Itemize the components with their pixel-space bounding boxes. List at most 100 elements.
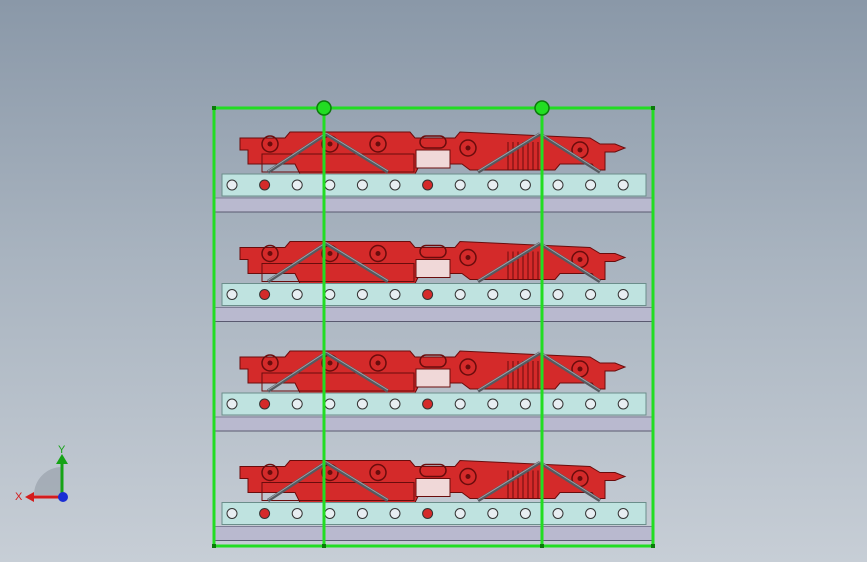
diagonal-strut	[539, 351, 601, 393]
perforated-bar	[221, 173, 647, 197]
part-bore-center	[375, 360, 381, 366]
bar-hole	[291, 179, 303, 191]
diagonal-strut-highlight	[325, 132, 389, 172]
bar-hole	[324, 398, 336, 410]
fixture-tier	[214, 459, 653, 541]
part-bore-center	[267, 360, 273, 366]
bar-hole	[226, 508, 238, 519]
diagonal-strut	[539, 242, 601, 283]
diagonal-strut	[539, 461, 601, 502]
bar-hole	[585, 508, 597, 519]
bar-hole	[519, 508, 531, 519]
bar-hole	[389, 289, 401, 300]
diagonal-strut-highlight	[539, 461, 601, 500]
diagonal-strut	[325, 351, 389, 393]
diagonal-strut	[267, 242, 327, 283]
bar-hole	[259, 398, 271, 410]
bar-hole	[617, 508, 629, 519]
bar-hole	[487, 289, 499, 300]
diagonal-strut-highlight	[539, 242, 601, 281]
part-bore	[459, 467, 477, 486]
diagonal-strut-highlight	[539, 132, 601, 172]
bar-hole	[585, 179, 597, 191]
selected-frame-outline[interactable]	[212, 100, 655, 548]
frame-vertex	[322, 544, 326, 548]
coordinate-triad: Y X	[15, 444, 68, 503]
z-axis-dot	[58, 492, 68, 502]
part-bore-center	[375, 470, 381, 475]
diagonal-strut	[477, 351, 541, 393]
frame-handle-point	[316, 100, 332, 116]
part-slot	[419, 354, 447, 368]
bar-hole	[356, 289, 368, 300]
part-slot	[419, 135, 447, 149]
part-bore-center	[267, 470, 273, 475]
diagonal-strut-highlight	[267, 351, 327, 391]
part-bore-center	[577, 366, 583, 372]
part-slot	[419, 244, 447, 259]
bar-hole	[552, 508, 564, 519]
bar-hole	[422, 508, 434, 519]
part-bore-center	[577, 257, 583, 262]
bar-hole	[324, 508, 336, 519]
diagonal-strut-highlight	[325, 351, 389, 391]
bar-hole	[422, 398, 434, 410]
diagonal-strut	[477, 461, 541, 502]
shelf-plate	[214, 416, 653, 432]
x-axis-label: X	[15, 491, 23, 503]
x-axis-arrowhead	[25, 492, 34, 502]
diagonal-strut	[477, 132, 541, 174]
part-bore-center	[327, 141, 333, 147]
fixture-assembly-model[interactable]	[214, 131, 653, 541]
part-bore	[369, 354, 387, 372]
shelf-plate	[214, 307, 653, 322]
bar-hole	[487, 398, 499, 410]
triad-plane-shade	[34, 467, 62, 495]
diagonal-strut-highlight	[267, 132, 327, 172]
diagonal-strut-highlight	[325, 461, 389, 500]
frame-vertex	[651, 106, 655, 110]
bar-hole	[291, 289, 303, 300]
fixture-tier	[214, 350, 653, 432]
bar-hole	[259, 289, 271, 300]
bar-hole	[324, 179, 336, 191]
diagonal-strut-highlight	[477, 461, 541, 500]
bar-hole	[226, 289, 238, 300]
diagonal-strut	[267, 461, 327, 502]
bar-hole	[519, 179, 531, 191]
bar-hole	[356, 508, 368, 519]
fixture-tier	[214, 131, 653, 213]
part-bore-center	[375, 251, 381, 256]
part-pocket-outline	[261, 482, 415, 501]
part-pocket-outline	[261, 153, 415, 173]
diagonal-strut	[477, 242, 541, 283]
bar-hole	[519, 289, 531, 300]
y-axis-label: Y	[58, 444, 66, 456]
part-pocket-outline	[261, 263, 415, 282]
bar-hole	[291, 508, 303, 519]
bar-hole	[519, 398, 531, 410]
frame-vertex	[651, 544, 655, 548]
frame-vertex	[212, 544, 216, 548]
part-bore-center	[465, 145, 471, 151]
diagonal-strut	[325, 242, 389, 283]
part-bore-center	[327, 470, 333, 475]
frame-handle-point	[534, 100, 550, 116]
part-bore	[261, 244, 279, 263]
part-bore-center	[577, 476, 583, 481]
part-bore	[369, 463, 387, 482]
part-slot	[419, 463, 447, 478]
part-bore	[459, 248, 477, 267]
diagonal-strut-highlight	[477, 351, 541, 391]
bar-hole	[259, 508, 271, 519]
bar-hole	[617, 289, 629, 300]
diagonal-strut	[267, 351, 327, 393]
bar-hole	[389, 398, 401, 410]
part-bore-center	[267, 141, 273, 147]
bar-hole	[487, 179, 499, 191]
perforated-bar	[221, 502, 647, 525]
part-bore-center	[375, 141, 381, 147]
fixture-tier	[214, 240, 653, 322]
frame-outer-edge	[212, 106, 655, 548]
